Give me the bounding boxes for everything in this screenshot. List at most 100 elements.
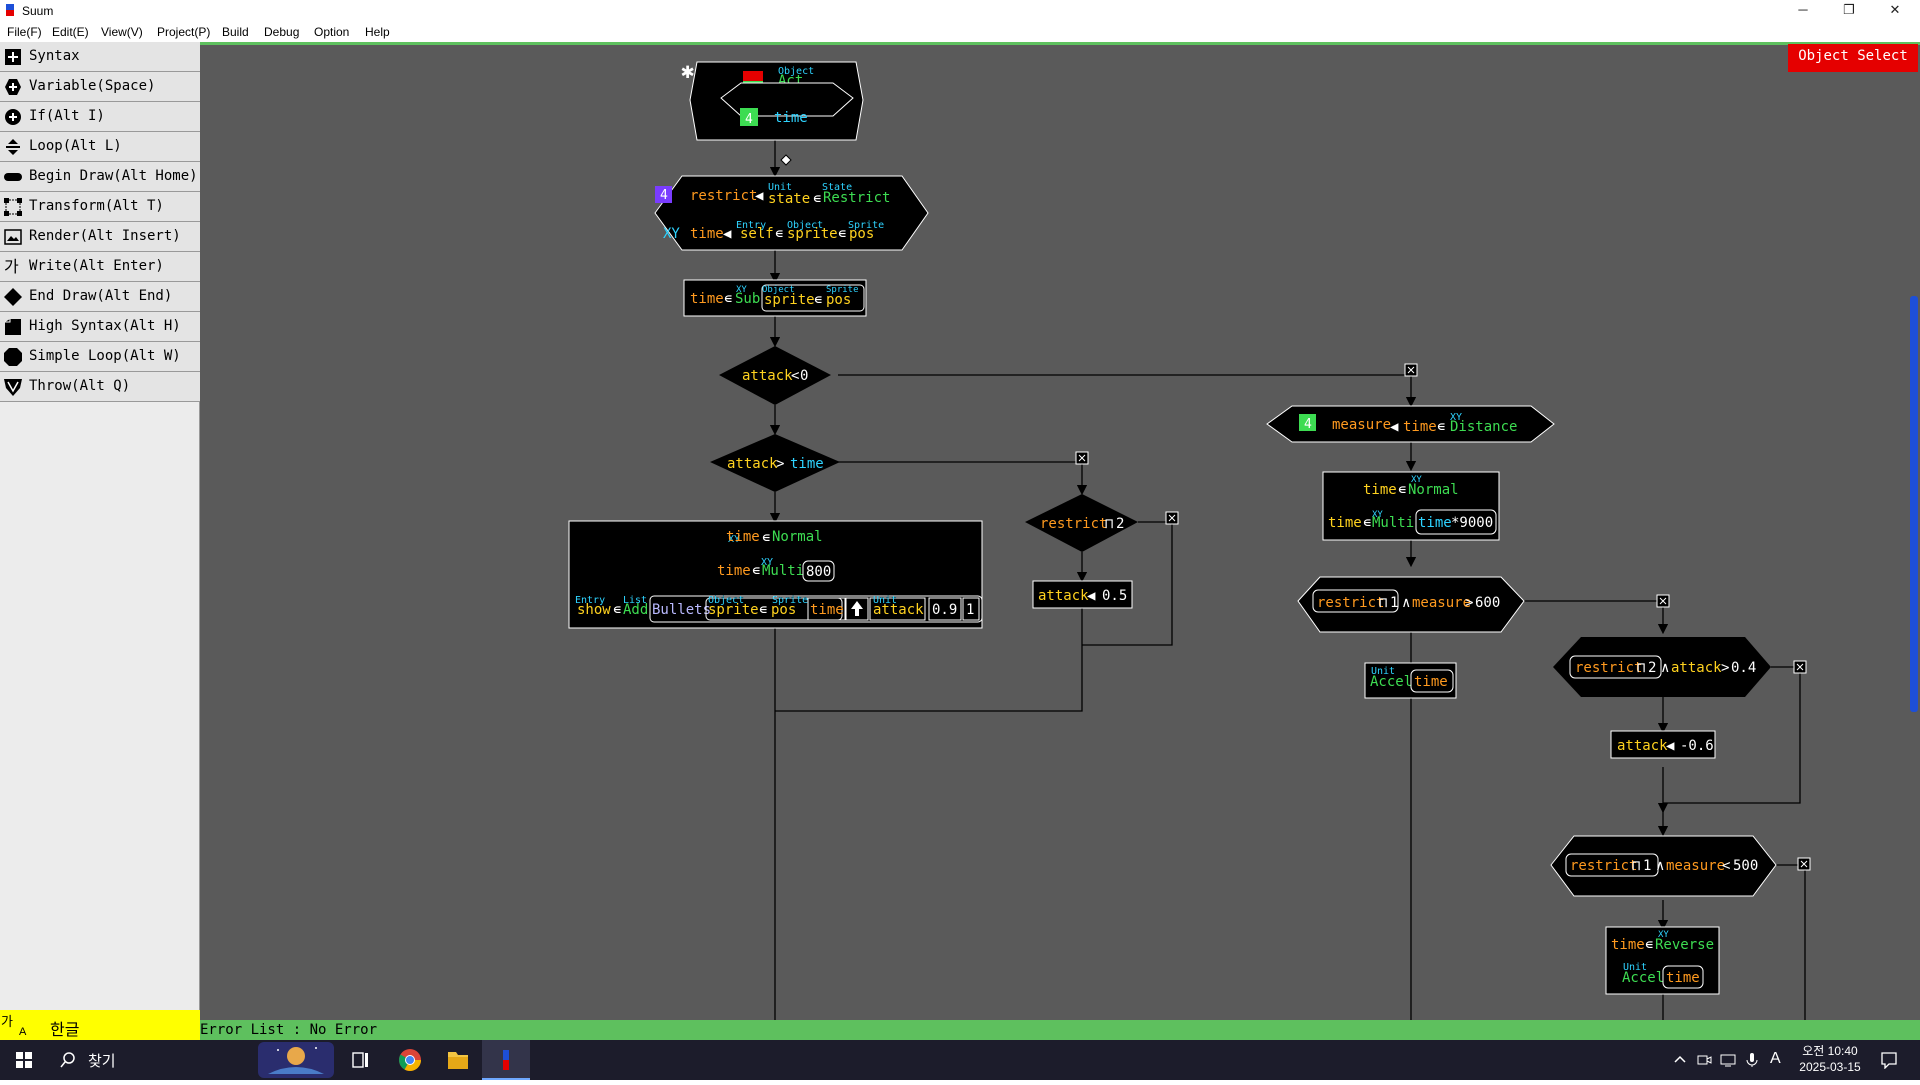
block-reverse-accel[interactable]: XY time ∊ Reverse Unit Accel time (1605, 926, 1720, 995)
tool-end-draw[interactable]: End Draw(Alt End) (0, 282, 200, 312)
tag-label: XY (1658, 930, 1669, 940)
toggle-icon[interactable] (1404, 363, 1418, 377)
camera-icon[interactable] (1696, 1052, 1712, 1068)
assign-node-restrict[interactable]: 4 restrict ◀ Unit state ∊ State Restrict… (654, 175, 929, 251)
start-node[interactable]: ✱ Object Act 4 time (681, 59, 864, 141)
argument-value: time (1666, 970, 1700, 986)
transform-icon (4, 198, 22, 216)
tray-chevron-icon[interactable] (1672, 1052, 1688, 1068)
operand: restrict (1570, 858, 1637, 874)
member-op: ∊ (613, 602, 621, 618)
number-badge-icon (1299, 414, 1316, 431)
if-node-measure-gt-600[interactable]: restrict ⊓ 1 ∧ measure > 600 (1297, 576, 1525, 633)
close-button[interactable]: ✕ (1889, 2, 1901, 17)
flowchart-canvas[interactable]: ✱ Object Act 4 time 4 restrict ◀ Unit st… (200, 42, 1920, 1020)
if-node-attack-gt-0-4[interactable]: restrict ⊓ 2 ∧ attack > 0.4 (1553, 637, 1771, 697)
scrollbar-thumb[interactable] (1910, 296, 1918, 712)
shield-v-icon (4, 379, 22, 396)
suum-taskbar-button[interactable] (482, 1040, 530, 1080)
var-name: time (810, 602, 844, 618)
diamond-icon (4, 288, 22, 306)
toggle-icon[interactable] (1075, 451, 1089, 465)
tool-variable[interactable]: Variable(Space) (0, 72, 200, 102)
start-button[interactable] (0, 1040, 48, 1080)
breakpoint-icon[interactable] (780, 154, 792, 166)
up-arrow-icon (851, 601, 863, 616)
tool-high-syntax[interactable]: High Syntax(Alt H) (0, 312, 200, 342)
tag-label: XY (1450, 412, 1462, 423)
assign-node-measure[interactable]: 4 measure ◀ time ∊ XY Distance (1266, 405, 1555, 443)
menu-view[interactable]: View(V) (101, 25, 143, 39)
var-name: show (577, 602, 611, 618)
tool-syntax[interactable]: Syntax (0, 42, 200, 72)
flowchart-svg[interactable]: ✱ Object Act 4 time 4 restrict ◀ Unit st… (200, 42, 1920, 1020)
argument-value: 1 (966, 602, 974, 618)
tool-write[interactable]: 가 Write(Alt Enter) (0, 252, 200, 282)
value-text: 0.5 (1102, 588, 1127, 604)
tool-if[interactable]: If(Alt I) (0, 102, 200, 132)
notification-icon[interactable] (1880, 1051, 1898, 1069)
operator: > (1721, 660, 1729, 676)
tool-transform[interactable]: Transform(Alt T) (0, 192, 200, 222)
operand: 500 (1733, 858, 1758, 874)
if-node-restrict-2[interactable]: restrict ⊓ 2 (1025, 494, 1138, 552)
tag-label: XY (1372, 510, 1383, 520)
task-view-button[interactable] (336, 1040, 384, 1080)
high-syntax-icon (5, 319, 21, 335)
toggle-icon[interactable] (1656, 594, 1670, 608)
member-op: ∊ (762, 530, 770, 546)
maximize-button[interactable]: ❐ (1843, 2, 1855, 17)
explorer-taskbar-button[interactable] (434, 1040, 482, 1080)
tool-render[interactable]: Render(Alt Insert) (0, 222, 200, 252)
if-node-attack-lt-0[interactable]: attack < 0 (719, 346, 831, 405)
toggle-icon[interactable] (1797, 857, 1811, 871)
operand: restrict (1040, 516, 1107, 532)
error-list-text: Error List : No Error (200, 1022, 378, 1038)
if-node-measure-lt-500[interactable]: restrict ⊓ 1 ∧ measure < 500 (1550, 835, 1777, 897)
tool-label: High Syntax(Alt H) (29, 318, 181, 334)
operand: restrict (1317, 595, 1384, 611)
microphone-icon[interactable] (1744, 1052, 1760, 1068)
operator: ⊓ (1637, 660, 1645, 676)
object-select-button[interactable]: Object Select (1788, 44, 1918, 72)
if-node-attack-gt-time[interactable]: attack > time (710, 434, 840, 492)
menu-help[interactable]: Help (365, 25, 390, 39)
vertical-scrollbar[interactable] (1906, 74, 1920, 1018)
var-name: time (726, 529, 760, 545)
taskbar-search-box[interactable]: 찾기 (48, 1040, 348, 1080)
input-language[interactable]: A (1770, 1050, 1781, 1067)
assign-node-sub[interactable]: time ∊ XY Sub Object sprite ∊ Sprite pos (683, 279, 867, 317)
menu-debug[interactable]: Debug (264, 25, 300, 39)
member-op: ∊ (759, 602, 767, 618)
assign-attack-neg-0-6[interactable]: attack ◀ -0.6 (1610, 730, 1716, 759)
block-accel[interactable]: Unit Accel time (1364, 662, 1457, 699)
value-text: state (768, 191, 810, 207)
tool-loop[interactable]: Loop(Alt L) (0, 132, 200, 162)
tag-label: Entry (736, 220, 766, 231)
menu-option[interactable]: Option (314, 25, 350, 39)
ime-indicator[interactable]: 가 A 한글 (0, 1010, 200, 1040)
tool-throw[interactable]: Throw(Alt Q) (0, 372, 200, 402)
value-text: pos (826, 292, 851, 308)
block-bullets[interactable]: XY time ∊ Normal XY time ∊ Multi 800 Ent… (568, 520, 983, 629)
menu-edit[interactable]: Edit(E) (52, 25, 89, 39)
minimize-button[interactable]: ─ (1798, 2, 1808, 17)
network-icon[interactable] (1720, 1052, 1736, 1068)
operand: measure (1412, 595, 1471, 611)
block-normal-multi[interactable]: XY time ∊ Normal XY time ∊ Multi time *9… (1322, 471, 1500, 541)
assign-arrow: ◀ (1087, 588, 1096, 604)
chrome-taskbar-button[interactable] (386, 1040, 434, 1080)
toggle-icon[interactable] (1165, 511, 1179, 525)
system-clock[interactable]: 오전 10:40 2025-03-15 (1790, 1043, 1870, 1079)
tool-label: Transform(Alt T) (29, 198, 164, 214)
menu-file[interactable]: File(F) (7, 25, 42, 39)
var-name: time (1611, 937, 1645, 953)
tag-label: Unit (768, 182, 792, 193)
menu-project[interactable]: Project(P) (157, 25, 211, 39)
tool-begin-draw[interactable]: Begin Draw(Alt Home) (0, 162, 200, 192)
assign-attack-0-5[interactable]: attack ◀ 0.5 (1032, 580, 1133, 609)
assign-arrow: ◀ (755, 188, 764, 204)
toggle-icon[interactable] (1793, 660, 1807, 674)
menu-build[interactable]: Build (222, 25, 249, 39)
tool-simple-loop[interactable]: Simple Loop(Alt W) (0, 342, 200, 372)
